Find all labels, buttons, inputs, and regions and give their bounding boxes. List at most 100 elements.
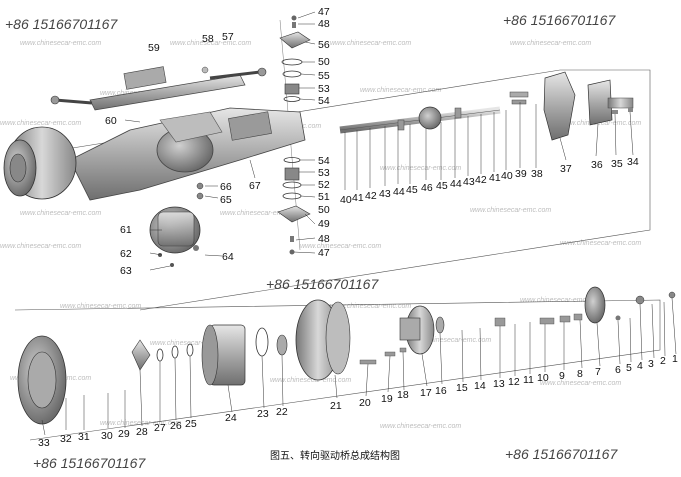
label-53-top: 53 [318,83,330,95]
label-26: 26 [170,420,182,432]
seal-28 [131,339,151,371]
spindle [587,79,634,126]
label-18: 18 [397,389,409,401]
label-52: 52 [318,179,330,191]
watermark-text: www.chinesecar-emc.com [150,340,231,347]
label-16: 16 [435,385,447,397]
wheel-hub-assembly [3,126,77,200]
label-25: 25 [185,418,197,430]
watermark-text: www.chinesecar-emc.com [0,243,81,250]
label-45a: 45 [406,184,418,196]
watermark-text: www.chinesecar-emc.com [20,210,101,217]
label-44a: 44 [393,186,405,198]
label-64: 64 [222,251,234,263]
contact-phone: +86 15166701167 [33,455,146,471]
label-7: 7 [595,366,601,378]
label-67: 67 [249,180,261,192]
label-27: 27 [154,422,166,434]
label-22: 22 [276,406,288,418]
label-54-top: 54 [318,95,330,107]
steering-cylinder [50,66,267,111]
label-48-bottom: 48 [318,233,330,245]
label-28: 28 [136,426,148,438]
kingpin-lower-stack [277,157,311,255]
label-2: 2 [660,355,666,367]
label-40a: 40 [340,194,352,206]
label-60: 60 [105,115,117,127]
contact-phone: +86 15166701167 [5,16,118,32]
label-47-bottom: 47 [318,247,330,259]
label-66: 66 [220,181,232,193]
wheel-rim-33 [17,335,67,425]
half-shaft-assembly [339,106,501,134]
label-43a: 43 [379,188,391,200]
watermark-text: www.chinesecar-emc.com [560,240,641,247]
watermark-text: www.chinesecar-emc.com [330,303,411,310]
watermark-text: www.chinesecar-emc.com [510,40,591,47]
watermark-text: www.chinesecar-emc.com [380,423,461,430]
label-45b: 45 [436,180,448,192]
label-11: 11 [523,374,534,386]
steering-knuckle [509,71,576,141]
watermark-text: www.chinesecar-emc.com [170,40,251,47]
watermark-text: www.chinesecar-emc.com [100,420,181,427]
label-54-bottom: 54 [318,155,330,167]
label-30: 30 [101,430,113,442]
label-42a: 42 [365,190,377,202]
label-36: 36 [591,159,603,171]
label-57: 57 [222,31,234,43]
contact-phone: +86 15166701167 [503,12,616,28]
label-19: 19 [381,393,393,405]
watermark-text: www.chinesecar-emc.com [520,297,601,304]
label-4: 4 [637,360,643,372]
differential-housing [149,206,201,267]
label-10: 10 [537,372,549,384]
label-49: 49 [318,218,330,230]
label-63: 63 [120,265,132,277]
label-50-bottom: 50 [318,204,330,216]
label-58: 58 [202,33,214,45]
label-13: 13 [493,378,505,390]
label-32: 32 [60,433,72,445]
label-40b: 40 [501,170,513,182]
label-12: 12 [508,376,520,388]
watermark-text: www.chinesecar-emc.com [540,380,621,387]
watermark-text: www.chinesecar-emc.com [470,207,551,214]
contact-phone: +86 15166701167 [266,276,379,292]
label-61: 61 [120,224,132,236]
label-17: 17 [420,387,432,399]
label-55: 55 [318,70,330,82]
watermark-text: www.chinesecar-emc.com [410,337,491,344]
label-65: 65 [220,194,232,206]
label-56: 56 [318,39,330,51]
hub-17 [399,305,435,355]
label-43b: 43 [463,176,475,188]
label-62: 62 [120,248,132,260]
label-20: 20 [359,397,371,409]
label-39: 39 [515,168,527,180]
label-48-top: 48 [318,18,330,30]
watermark-text: www.chinesecar-emc.com [380,165,461,172]
leader-lines [41,11,677,436]
watermark-text: www.chinesecar-emc.com [270,377,351,384]
label-34: 34 [627,156,639,168]
watermark-text: www.chinesecar-emc.com [0,120,81,127]
watermark-text: www.chinesecar-emc.com [330,40,411,47]
label-1: 1 [672,353,678,365]
label-59: 59 [148,42,160,54]
watermark-text: www.chinesecar-emc.com [560,120,641,127]
label-3: 3 [648,358,654,370]
label-42b: 42 [475,174,487,186]
label-41b: 41 [489,172,501,184]
watermark-text: www.chinesecar-emc.com [360,87,441,94]
watermark-text: www.chinesecar-emc.com [220,210,301,217]
contact-phone: +86 15166701167 [505,446,618,462]
label-24: 24 [225,412,237,424]
label-14: 14 [474,380,486,392]
label-9: 9 [559,370,565,382]
figure-caption: 图五、转向驱动桥总成结构图 [270,451,400,462]
label-8: 8 [577,368,583,380]
label-35: 35 [611,158,623,170]
brake-drum-large [295,299,351,381]
